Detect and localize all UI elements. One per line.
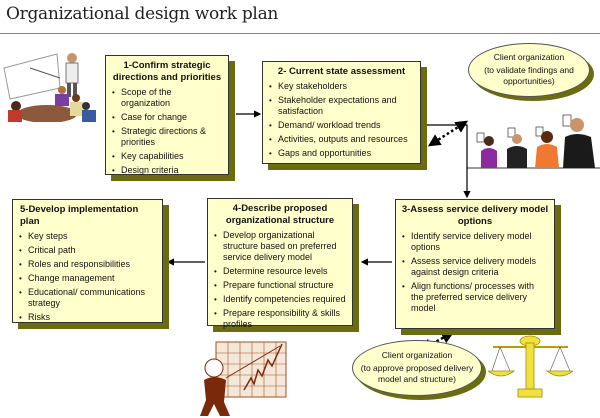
list-item: Gaps and opportunities [268,148,415,159]
dotted-arrow-step2-client [427,120,469,147]
callout-title: Client organization [381,349,453,360]
list-item: Determine resource levels [213,266,347,277]
list-item: Key steps [18,231,157,242]
step-4-box: 4-Describe proposed organizational struc… [207,198,353,329]
list-item: Design criteria [111,165,223,176]
list-item: Activities, outputs and resources [268,134,415,145]
list-item: Develop organizational structure based o… [213,230,347,263]
list-item: Strategic directions & priorities [111,126,223,148]
list-item: Demand/ workload trends [268,120,415,131]
list-item: Prepare responsibility & skills profiles [213,308,347,330]
step-2-title: 2- Current state assessment [277,66,406,77]
list-item: Scope of the organization [111,87,223,109]
callout-title: Client organization [493,51,565,62]
list-item: Assess service delivery models against d… [401,256,549,278]
arrow-step2-to-step3 [427,124,471,199]
callout-note: (to validate findings and opportunities) [484,64,574,86]
step-4-title: 4-Describe proposed organizational struc… [225,203,335,226]
list-item: Change management [18,273,157,284]
list-item: Case for change [111,112,223,123]
step-3-title: 3-Assess service delivery model options [401,204,549,227]
list-item: Key stakeholders [268,81,415,92]
list-item: Critical path [18,245,157,256]
list-item: Identify service delivery model options [401,231,549,253]
step-5-list: Key steps Critical path Roles and respon… [18,231,157,323]
step-2-list: Key stakeholders Stakeholder expectation… [268,81,415,159]
callout-note: (to approve proposed delivery model and … [360,362,474,384]
list-item: Stakeholder expectations and satisfactio… [268,95,415,117]
step-5-box: 5-Develop implementation plan Key steps … [12,199,163,323]
list-item: Risks [18,312,157,323]
presenter-chart-clipart-icon [200,341,287,416]
client-callout-approve: Client organization (to approve proposed… [352,340,482,396]
list-item: Prepare functional structure [213,280,347,291]
judges-clipart-icon [467,114,600,169]
title-divider [0,33,600,34]
scales-clipart-icon [488,335,573,398]
list-item: Identify competencies required [213,294,347,305]
meeting-clipart-icon [3,53,96,122]
step-3-box: 3-Assess service delivery model options … [395,199,555,329]
step-1-list: Scope of the organization Case for chang… [111,87,223,176]
step-1-title: 1-Confirm strategic directions and prior… [112,60,222,83]
list-item: Key capabilities [111,151,223,162]
client-callout-validate: Client organization (to validate finding… [468,43,590,97]
step-3-list: Identify service delivery model options … [401,231,549,314]
list-item: Align functions/ processes with the pref… [401,281,549,314]
list-item: Educational/ communications strategy [18,287,157,309]
step-2-box: 2- Current state assessment Key stakehol… [262,61,421,164]
step-4-list: Develop organizational structure based o… [213,230,347,330]
list-item: Roles and responsibilities [18,259,157,270]
page-title: Organizational design work plan [6,4,279,24]
step-1-box: 1-Confirm strategic directions and prior… [105,55,229,176]
step-5-title: 5-Develop implementation plan [20,204,139,227]
